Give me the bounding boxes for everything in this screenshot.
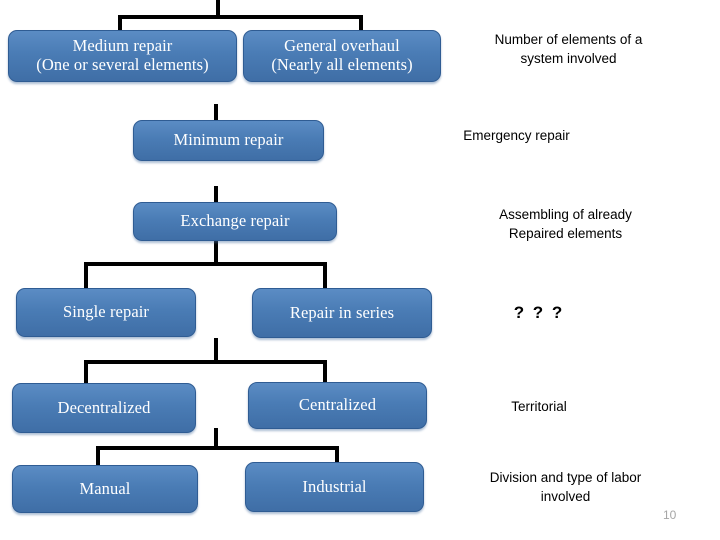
node-general-overhaul[interactable]: General overhaul (Nearly all elements) (243, 30, 441, 82)
annotation-division-of-labor: Division and type of labor involved (449, 469, 682, 507)
annotation-elements-involved-line2: system involved (520, 50, 617, 66)
node-centralized-label: Centralized (298, 395, 377, 415)
connector-to-minimum-repair (214, 104, 218, 122)
connector-row6-stem (214, 428, 218, 450)
connector-row4-drop-right (323, 262, 327, 290)
node-exchange-repair-label: Exchange repair (180, 211, 290, 231)
node-decentralized-label: Decentralized (57, 397, 151, 417)
node-exchange-repair[interactable]: Exchange repair (133, 202, 337, 241)
node-minimum-repair[interactable]: Minimum repair (133, 120, 324, 161)
connector-row5-stem (214, 338, 218, 364)
annotation-question-marks: ? ? ? (449, 301, 629, 325)
node-minimum-repair-label: Minimum repair (173, 130, 284, 150)
connector-row1-drop-left (118, 15, 122, 33)
connector-row5-bar (84, 360, 327, 364)
annotation-question-marks-label: ? ? ? (513, 303, 565, 322)
node-industrial-label: Industrial (302, 476, 367, 496)
annotation-division-of-labor-line1: Division and type of labor (489, 470, 642, 485)
connector-row5-drop-right (323, 360, 327, 384)
node-medium-repair[interactable]: Medium repair (One or several elements) (8, 30, 237, 82)
annotation-assembling: Assembling of already Repaired elements (449, 206, 682, 244)
annotation-assembling-line2: Repaired elements (508, 225, 623, 241)
node-general-overhaul-line2: (Nearly all elements) (271, 55, 413, 74)
annotation-emergency-repair: Emergency repair (400, 127, 633, 146)
annotation-territorial: Territorial (449, 398, 629, 417)
annotation-division-of-labor-line2: involved (540, 488, 591, 504)
connector-row6-drop-right (335, 446, 339, 464)
annotation-emergency-repair-label: Emergency repair (463, 128, 570, 143)
annotation-territorial-label: Territorial (511, 399, 567, 414)
node-manual[interactable]: Manual (12, 465, 198, 513)
node-repair-in-series[interactable]: Repair in series (252, 288, 432, 338)
connector-row4-bar (84, 262, 327, 266)
node-industrial[interactable]: Industrial (245, 462, 424, 512)
node-single-repair[interactable]: Single repair (16, 288, 196, 337)
connector-top-stem (216, 0, 220, 18)
connector-row6-bar (96, 446, 339, 450)
connector-row4-drop-left (84, 262, 88, 290)
annotation-elements-involved: Number of elements of a system involved (452, 31, 685, 69)
node-centralized[interactable]: Centralized (248, 382, 427, 429)
node-single-repair-label: Single repair (62, 302, 150, 322)
connector-row1-drop-right (359, 15, 363, 33)
connector-row5-drop-left (84, 360, 88, 384)
connector-row4-stem (214, 240, 218, 265)
annotation-assembling-line1: Assembling of already (499, 207, 632, 222)
node-decentralized[interactable]: Decentralized (12, 383, 196, 433)
connector-row1-bar (118, 15, 363, 19)
node-repair-in-series-label: Repair in series (289, 302, 395, 322)
page-number: 10 (663, 508, 677, 522)
node-general-overhaul-line1: General overhaul (284, 36, 400, 56)
annotation-elements-involved-line1: Number of elements of a (494, 32, 643, 47)
node-medium-repair-line2: (One or several elements) (36, 55, 209, 74)
node-medium-repair-line1: Medium repair (72, 36, 173, 56)
connector-row6-drop-left (96, 446, 100, 466)
node-manual-label: Manual (79, 478, 131, 498)
connector-to-exchange-repair (214, 186, 218, 204)
